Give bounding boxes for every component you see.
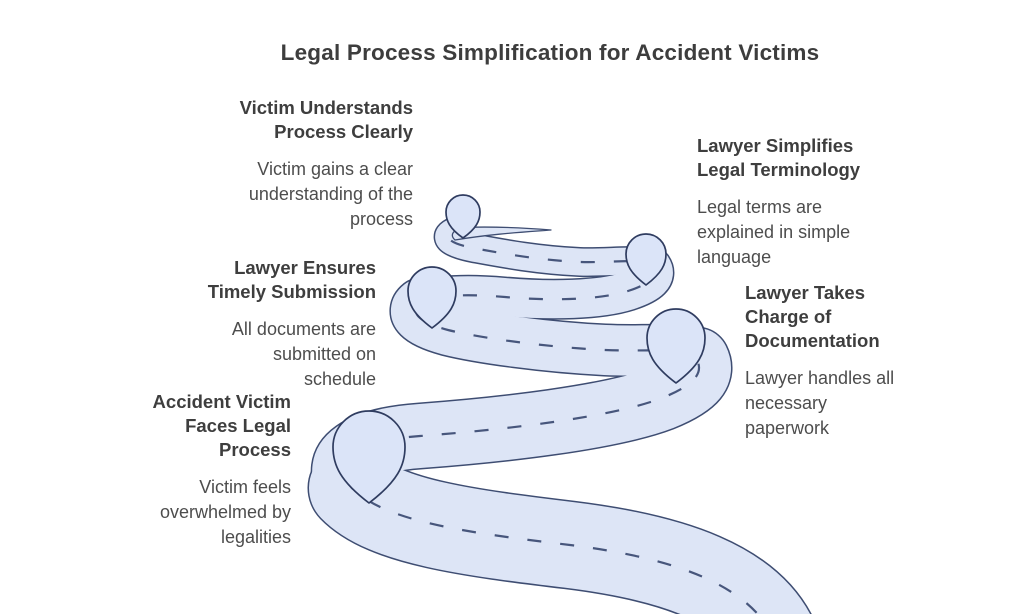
milestone-description: All documents are submitted on schedule bbox=[231, 319, 376, 389]
milestone-label-4: Lawyer Simplifies Legal Terminology Lega… bbox=[697, 134, 917, 270]
milestone-description: Legal terms are explained in simple lang… bbox=[697, 197, 851, 267]
milestone-description: Lawyer handles all necessary paperwork bbox=[745, 368, 895, 438]
page-title: Legal Process Simplification for Acciden… bbox=[280, 40, 820, 65]
milestone-label-3: Lawyer Ensures Timely Submission All doc… bbox=[116, 256, 376, 392]
milestone-description: Victim feels overwhelmed by legalities bbox=[159, 477, 291, 547]
milestone-heading: Accident Victim Faces Legal Process bbox=[152, 391, 291, 460]
milestone-label-5: Victim Understands Process Clearly Victi… bbox=[133, 96, 413, 232]
road-tip bbox=[451, 226, 552, 241]
milestone-label-2: Lawyer Takes Charge of Documentation Law… bbox=[745, 281, 945, 441]
milestone-label-1: Accident Victim Faces Legal Process Vict… bbox=[71, 390, 291, 550]
milestone-pin-1 bbox=[332, 410, 406, 504]
milestone-pin-4 bbox=[625, 233, 667, 286]
milestone-heading: Victim Understands Process Clearly bbox=[239, 97, 413, 142]
milestone-heading: Lawyer Ensures Timely Submission bbox=[207, 257, 376, 302]
milestone-heading: Lawyer Takes Charge of Documentation bbox=[745, 282, 880, 351]
milestone-description: Victim gains a clear understanding of th… bbox=[248, 159, 413, 229]
milestone-pin-5 bbox=[445, 194, 481, 239]
milestone-pins bbox=[332, 194, 706, 504]
milestone-pin-2 bbox=[646, 308, 706, 384]
milestone-heading: Lawyer Simplifies Legal Terminology bbox=[697, 135, 861, 180]
milestone-pin-3 bbox=[407, 266, 457, 329]
